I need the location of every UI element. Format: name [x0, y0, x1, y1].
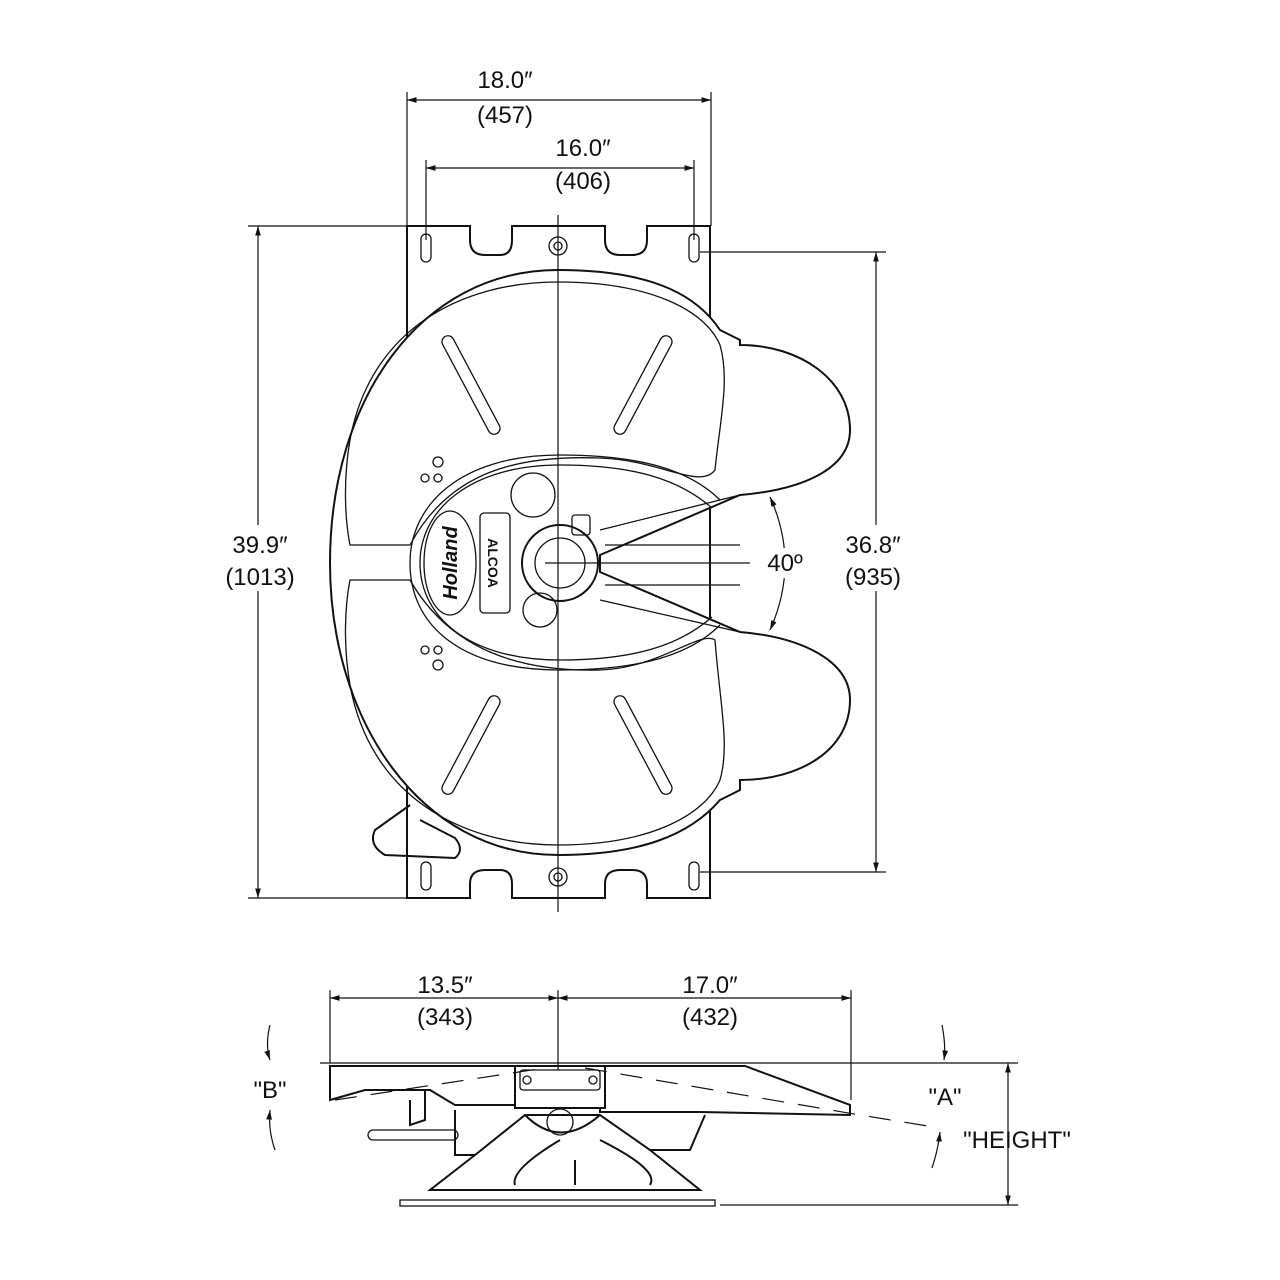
rear-length-in: 13.5″ — [417, 972, 473, 999]
grease-slot — [613, 335, 673, 435]
handle-bracket — [409, 1090, 426, 1127]
side-dimensions — [264, 990, 1018, 1206]
upper-rim — [344, 281, 725, 546]
pivot-bracket — [514, 1065, 606, 1109]
front-tilt-line — [584, 1067, 941, 1129]
small-hole — [433, 473, 443, 483]
label-b: "B" — [253, 1077, 286, 1104]
label-height: "HEIGHT" — [963, 1127, 1071, 1154]
label-a: "A" — [928, 1084, 961, 1111]
holland-logo-text: Holland — [440, 526, 462, 600]
grease-slot — [441, 335, 501, 435]
bolt-slot — [688, 861, 700, 891]
release-handle-side — [367, 1129, 459, 1141]
base-plate — [399, 1199, 716, 1207]
small-hole — [432, 659, 444, 671]
throat-angle: 40º — [767, 550, 803, 577]
overall-length-mm: (1013) — [225, 564, 294, 591]
throat — [599, 494, 741, 633]
release-handle — [372, 804, 461, 860]
overall-width-mm: (457) — [477, 102, 533, 129]
a-angle-arrow — [941, 1024, 949, 1061]
pivot-pin — [546, 1108, 574, 1136]
lock-plug — [522, 592, 558, 628]
bolt-width-in: 16.0″ — [555, 135, 611, 162]
front-length-in: 17.0″ — [682, 972, 738, 999]
bracket-cap — [519, 1069, 601, 1091]
overall-width-in: 18.0″ — [477, 67, 533, 94]
front-length-mm: (432) — [682, 1004, 738, 1031]
small-hole — [420, 645, 430, 655]
bracket-bolt — [522, 1075, 532, 1085]
small-hole — [433, 645, 443, 655]
mounting-plate — [406, 225, 711, 899]
b-angle-arrow — [264, 1024, 271, 1061]
bracket-bolt — [588, 1075, 598, 1085]
b-angle-arrow — [266, 1109, 276, 1151]
grease-slot — [441, 695, 501, 795]
center-horseshoe-outer — [409, 454, 721, 671]
lock-tab — [571, 514, 591, 536]
lock-cam — [510, 472, 556, 518]
a-angle-arrow — [931, 1131, 942, 1169]
pedestal-upper — [454, 1110, 706, 1156]
holland-logo — [423, 510, 477, 616]
bolt-width-mm: (406) — [555, 168, 611, 195]
alcoa-logo-text: ALCOA — [485, 538, 501, 588]
grease-slot — [613, 695, 673, 795]
small-hole — [420, 473, 430, 483]
pedestal-legs — [427, 1139, 703, 1191]
side-view — [320, 1062, 1018, 1207]
bolt-length-in: 36.8″ — [845, 532, 901, 559]
small-hole — [432, 456, 444, 468]
rear-length-mm: (343) — [417, 1004, 473, 1031]
top-view: Holland ALCOA — [328, 215, 852, 912]
lower-rim — [344, 579, 725, 846]
overall-length-in: 39.9″ — [232, 532, 288, 559]
alcoa-logo — [479, 512, 511, 614]
bolt-slot — [420, 861, 432, 891]
bolt-length-mm: (935) — [845, 564, 901, 591]
center-horseshoe-inner — [419, 464, 713, 661]
